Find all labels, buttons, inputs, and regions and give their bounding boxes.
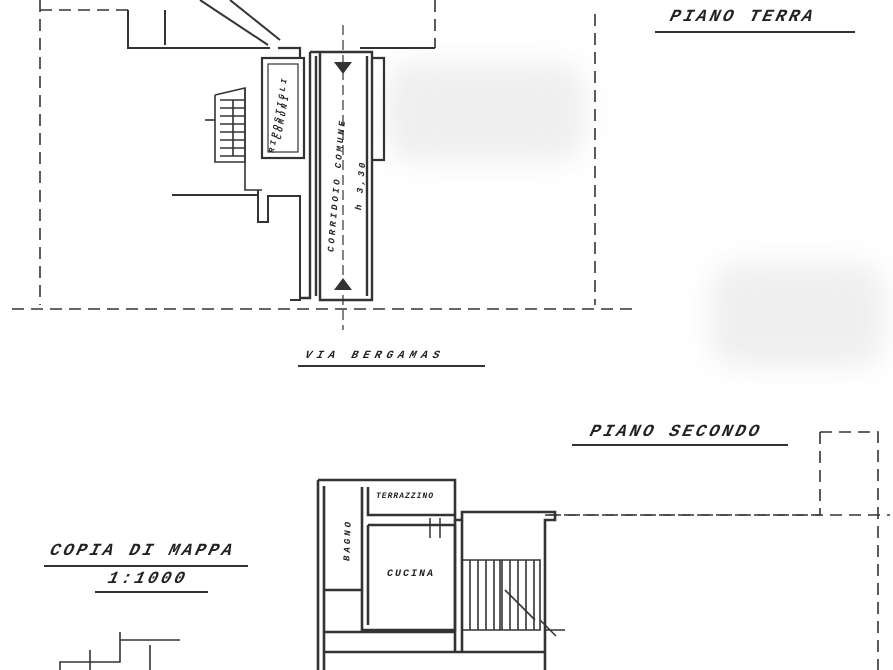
entrance-arrows <box>334 62 352 290</box>
apartment-walls <box>316 478 557 670</box>
map-scale-label: 1:1000 <box>105 570 190 589</box>
street-label: VIA BERGAMAS <box>303 350 446 362</box>
ground-wing <box>172 190 301 301</box>
cadastral-map-sketch <box>59 632 180 670</box>
redacted-area-top <box>385 62 585 162</box>
common-corridor <box>300 50 374 302</box>
neighbour-building-top <box>127 0 435 49</box>
door-markers-second <box>429 518 565 637</box>
redacted-area-right <box>710 262 885 367</box>
piano-terra-label: PIANO TERRA <box>667 8 818 27</box>
lot-boundary-top <box>12 0 638 310</box>
bathroom-label: BAGNO <box>342 518 354 562</box>
storage-rooms <box>260 46 386 162</box>
piano-secondo-label: PIANO SECONDO <box>587 423 764 442</box>
lot-boundary-bottom <box>545 431 890 670</box>
stairs-second-floor <box>462 559 541 631</box>
stairs-ground-floor <box>205 86 262 191</box>
kitchen-label: CUCINA <box>387 569 436 580</box>
terrace-label: TERRAZZINO <box>376 492 435 501</box>
map-copy-label: COPIA DI MAPPA <box>47 542 238 561</box>
label-underlines <box>44 31 855 593</box>
